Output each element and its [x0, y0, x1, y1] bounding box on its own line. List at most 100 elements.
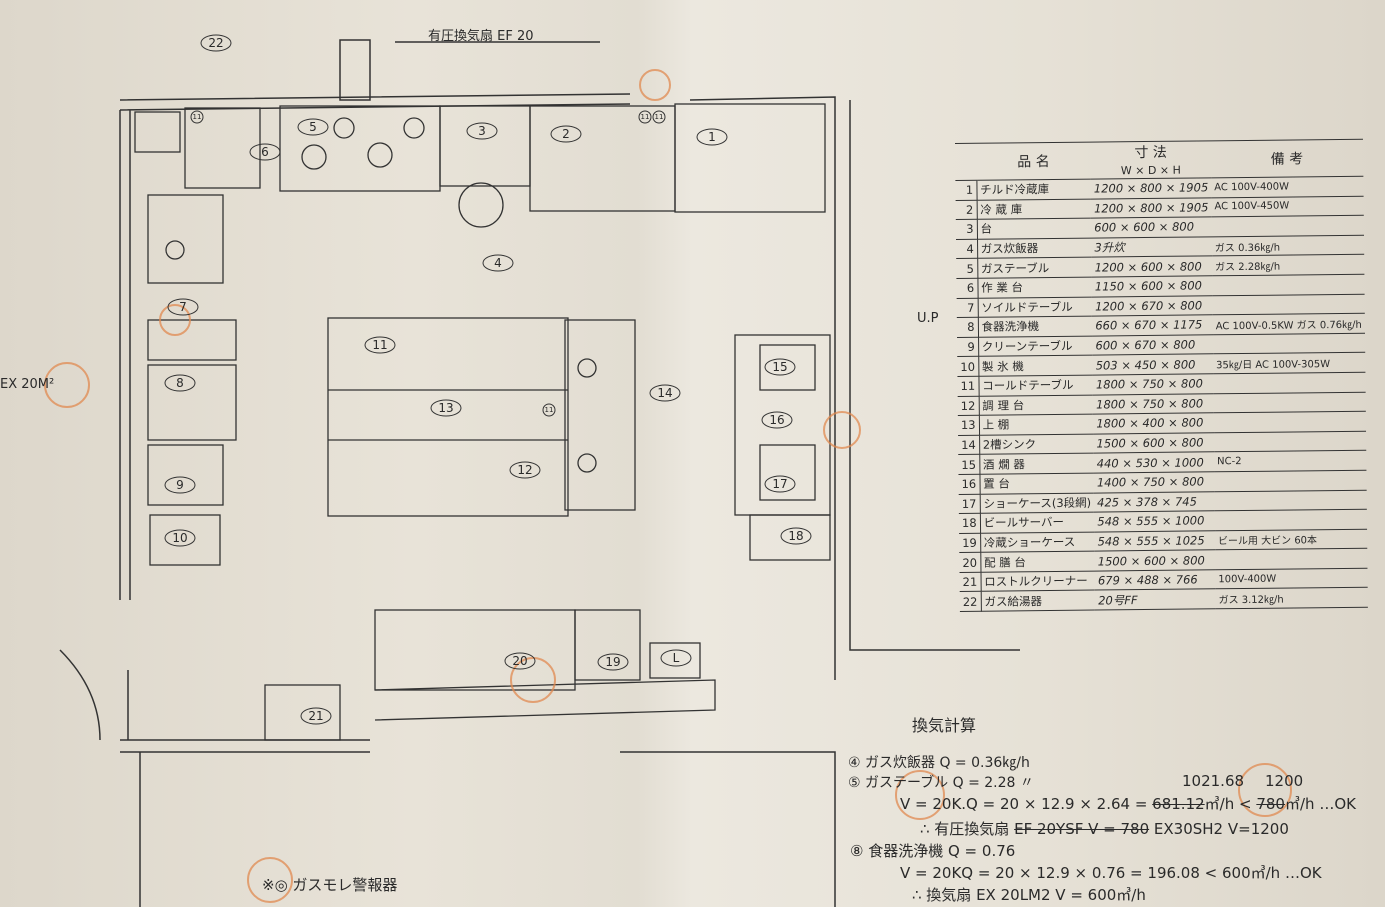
calc-line-2: ⑤ ガステーブル Q = 2.28 〃 — [848, 775, 1034, 791]
marker-number: 21 — [308, 709, 323, 723]
cell-notes: ガス 3.12㎏/h — [1215, 587, 1368, 609]
cell-name: 調 理 台 — [978, 394, 1094, 416]
marker-circle — [167, 298, 199, 316]
cell-notes — [1212, 332, 1366, 355]
cell-name: クリーンテーブル — [978, 335, 1093, 357]
cell-no: 20 — [959, 552, 981, 573]
cell-no: 15 — [958, 454, 980, 475]
cell-name: ガステーブル — [977, 257, 1092, 279]
cell-dims: 1200 × 670 × 800 — [1091, 295, 1213, 317]
equipment-marker: 8 — [164, 374, 196, 392]
cell-no: 9 — [957, 337, 979, 357]
cell-name: 2槽シンク — [979, 433, 1094, 455]
calc-line-4a: ∴ 有圧換気扇 — [920, 820, 1015, 838]
marker-circle — [164, 476, 196, 494]
equipment-marker: 20 — [504, 652, 536, 670]
cell-dims: 600 × 600 × 800 — [1091, 217, 1212, 238]
calc-line-1: ④ ガス炊飯器 Q = 0.36㎏/h — [848, 755, 1030, 771]
marker-circle — [200, 34, 232, 52]
cell-no: 1 — [955, 180, 977, 201]
marker-number: 16 — [769, 413, 784, 427]
equipment-marker: 1 — [696, 128, 728, 146]
marker-circle — [696, 128, 728, 146]
equipment — [134, 103, 831, 741]
cell-name: 作 業 台 — [977, 277, 1092, 298]
cell-notes — [1211, 215, 1364, 237]
marker-circle — [652, 110, 666, 124]
marker-circle — [430, 399, 462, 417]
cell-notes — [1213, 430, 1367, 453]
cell-no: 12 — [957, 395, 979, 416]
cell-no: 18 — [958, 513, 981, 534]
marker-number: 10 — [172, 531, 187, 545]
cell-no: 13 — [957, 415, 980, 436]
calc-line-3a: V = 20K.Q = 20 × 12.9 × 2.64 = — [900, 795, 1153, 813]
marker-number: 11 — [641, 113, 650, 121]
equipment-marker: 14 — [649, 384, 681, 402]
cell-no: 10 — [957, 356, 979, 377]
marker-number: 1 — [708, 130, 716, 144]
cell-dims: 1500 × 600 × 800 — [1093, 432, 1215, 454]
marker-number: 11 — [372, 338, 387, 352]
marker-number: 13 — [438, 401, 453, 415]
marker-number: 11 — [545, 406, 554, 414]
marker-number: 4 — [494, 256, 502, 270]
marker-number: 2 — [562, 127, 570, 141]
marker-number: 11 — [193, 113, 202, 121]
cell-dims: 1200 × 800 × 1905 — [1090, 197, 1212, 219]
equipment-marker: 11 — [190, 110, 204, 124]
marker-circle — [764, 358, 796, 376]
cell-notes — [1214, 470, 1367, 492]
equipment-marker: 11 — [638, 110, 652, 124]
cell-notes: AC 100V-0.5KW ガス 0.76㎏/h — [1212, 313, 1365, 335]
cell-dims: 1200 × 600 × 800 — [1091, 256, 1213, 278]
cell-notes — [1215, 548, 1368, 570]
equipment-marker: 6 — [249, 143, 281, 161]
marker-number: 18 — [788, 529, 803, 543]
calc-line-7: ∴ 換気扇 EX 20LM2 V = 600㎥/h — [912, 886, 1146, 904]
cell-name: 食器洗浄機 — [977, 316, 1093, 338]
marker-circle — [542, 403, 556, 417]
marker-circle — [597, 653, 629, 671]
marker-circle — [300, 707, 332, 725]
cell-dims: 440 × 530 × 1000 — [1093, 452, 1215, 473]
cell-dims: 1500 × 600 × 800 — [1094, 550, 1216, 571]
equipment-marker: 22 — [200, 34, 232, 52]
cell-notes: AC 100V-400W — [1211, 176, 1364, 198]
cell-dims: 1800 × 750 × 800 — [1093, 393, 1214, 415]
cell-no: 11 — [957, 376, 979, 397]
cell-dims: 548 × 555 × 1000 — [1094, 510, 1215, 532]
cell-no: 7 — [956, 297, 978, 318]
cell-name: 上 棚 — [978, 414, 1094, 435]
cell-dims: 600 × 670 × 800 — [1092, 334, 1213, 356]
cell-dims: 3升炊 — [1091, 236, 1212, 258]
cell-no: 5 — [956, 258, 978, 279]
marker-number: 22 — [208, 36, 223, 50]
cell-notes — [1212, 293, 1365, 315]
cell-name: ガス給湯器 — [980, 590, 1096, 612]
marker-circle — [764, 475, 796, 493]
marker-number: 11 — [655, 113, 664, 121]
marker-circle — [249, 143, 281, 161]
equipment-marker: 9 — [164, 476, 196, 494]
calc-title: 換気計算 — [912, 716, 977, 735]
marker-number: 14 — [657, 386, 672, 400]
cell-no: 8 — [956, 317, 979, 338]
marker-number: L — [673, 651, 680, 665]
cell-no: 17 — [958, 493, 981, 514]
cell-name: 冷 蔵 庫 — [976, 198, 1092, 220]
marker-number: 6 — [261, 145, 269, 159]
marker-circle — [164, 374, 196, 392]
equipment-marker: 11 — [652, 110, 666, 124]
cell-name: ショーケース(3段網) — [979, 492, 1095, 514]
cell-dims: 425 × 378 × 745 — [1094, 491, 1215, 513]
marker-circle — [660, 649, 692, 667]
cell-dims: 660 × 670 × 1175 — [1092, 314, 1213, 336]
equipment-marker: L — [660, 649, 692, 667]
cell-no: 21 — [959, 572, 981, 592]
cell-notes — [1213, 391, 1366, 413]
cell-name: ガス炊飯器 — [977, 237, 1092, 259]
calc-line-3b: 681.12 — [1152, 795, 1205, 813]
marker-number: 15 — [772, 360, 787, 374]
